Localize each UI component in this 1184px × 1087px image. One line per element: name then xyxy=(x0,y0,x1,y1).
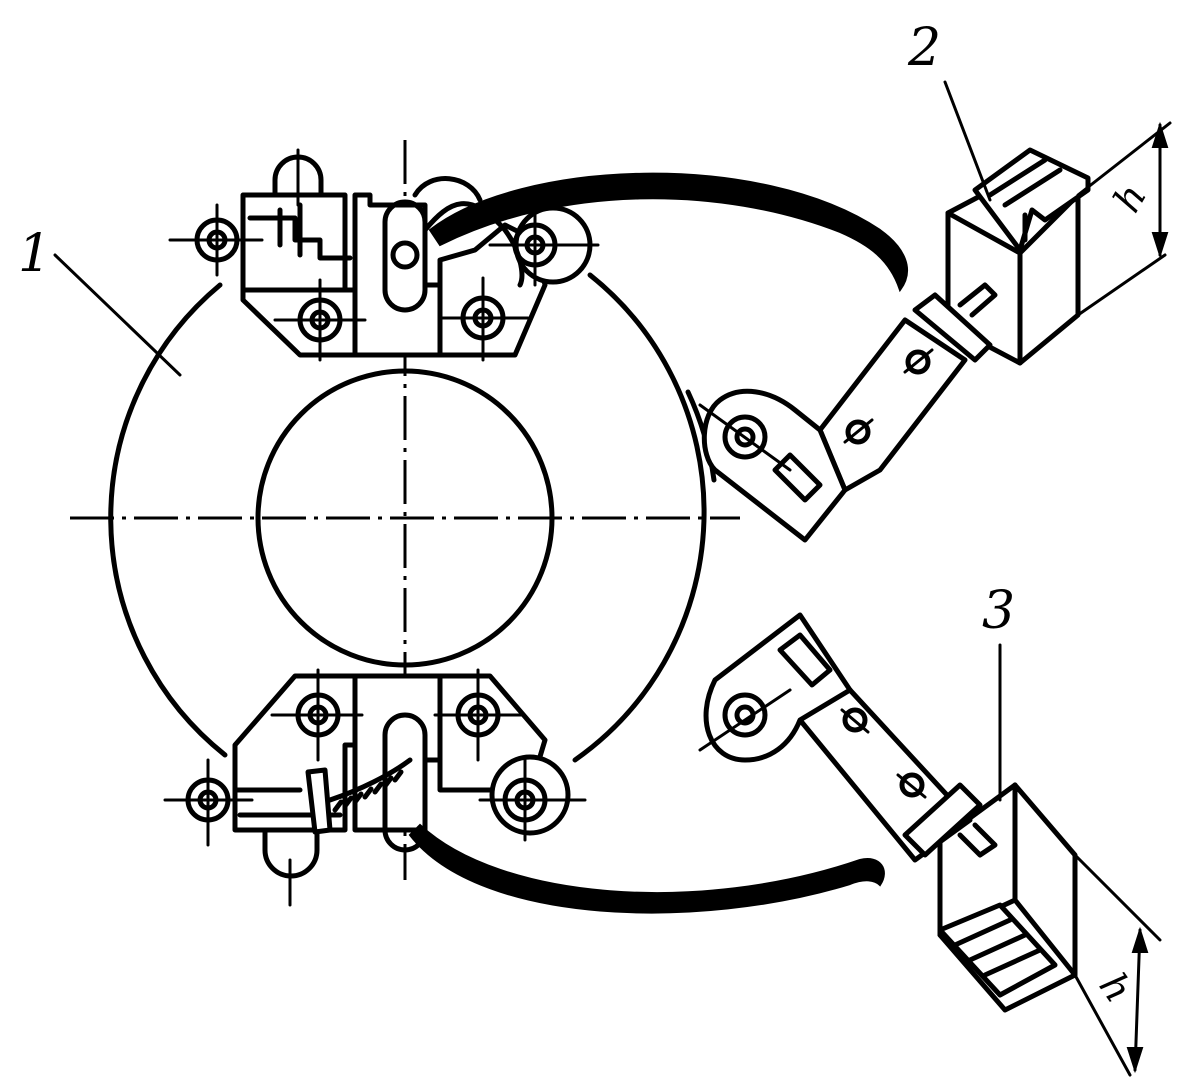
upper-dimension-label: h xyxy=(1105,176,1155,219)
lower-shunt-lead xyxy=(408,823,885,914)
lower-dimension-label: h xyxy=(1091,965,1141,1010)
upper-brush-detail xyxy=(698,121,1172,543)
leader-lines xyxy=(53,80,1002,802)
lower-brush-detail xyxy=(698,612,1162,1077)
lower-brush-holder xyxy=(163,668,587,907)
callout-2: 2 xyxy=(908,18,942,78)
upper-brush-holder xyxy=(168,148,600,362)
upper-shunt-lead xyxy=(428,172,909,293)
callout-1: 1 xyxy=(18,224,52,284)
callout-3: 3 xyxy=(982,581,1016,641)
